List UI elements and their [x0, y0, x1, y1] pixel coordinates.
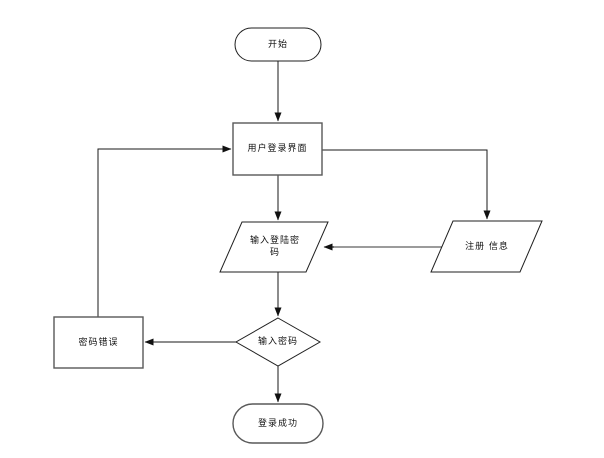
login-ui-process-shape — [232, 122, 323, 176]
password-decision-diamond-shape — [234, 317, 322, 367]
edge-login-ui-to-register-info — [322, 149, 491, 220]
register-info-parallelogram-shape — [430, 220, 543, 273]
start-terminator-shape — [234, 27, 322, 62]
login-success-terminator-shape — [232, 403, 324, 444]
password-error-process-shape — [53, 316, 144, 369]
edge-password-error-to-login-ui — [97, 145, 232, 317]
enter-password-parallelogram-shape — [219, 221, 329, 273]
